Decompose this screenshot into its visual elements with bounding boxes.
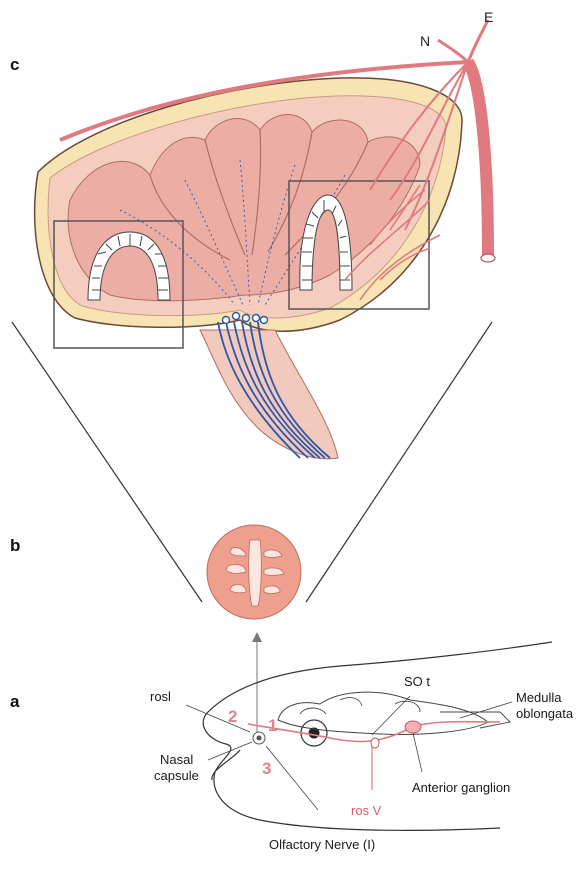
label-anterior-ganglion: Anterior ganglion (412, 780, 510, 795)
label-medulla-2: oblongata (516, 706, 574, 721)
small-ganglion (371, 738, 379, 748)
label-medulla-1: Medulla (516, 690, 562, 705)
label-nasal-2: capsule (154, 768, 199, 783)
leader-sot (372, 696, 410, 735)
nerve-trunk-end (481, 254, 495, 262)
brain-lobes (300, 698, 510, 728)
olfactory-stalk (200, 330, 338, 459)
panel-c-illustration (35, 20, 495, 459)
nerve-label-e: E (484, 9, 493, 25)
label-olfactory-nerve: Olfactory Nerve (I) (269, 837, 375, 852)
label-sot: SO t (404, 674, 430, 689)
funnel-line-right (306, 322, 492, 602)
nerve-trunk-e (468, 62, 488, 255)
panel-b-cross-section (207, 525, 301, 619)
label-ros-v: ros V (351, 803, 382, 818)
leader-rosl (186, 705, 250, 732)
leader-nasal (208, 742, 252, 760)
brain-outline (278, 692, 488, 734)
label-nasal-1: Nasal (160, 752, 193, 767)
panel-label-a: a (10, 692, 20, 711)
section-arrowhead (252, 632, 262, 642)
label-rosl: rosl (150, 689, 171, 704)
marker-1: 1 (268, 716, 277, 735)
funnel-line-left (12, 322, 202, 602)
panel-label-c: c (10, 55, 19, 74)
nerve-n-branch (438, 40, 468, 62)
nerve-label-n: N (420, 33, 430, 49)
snout-lower (212, 750, 240, 780)
marker-3: 3 (262, 759, 271, 778)
leader-olfactory (266, 746, 318, 810)
panel-label-b: b (10, 536, 20, 555)
marker-2: 2 (228, 707, 237, 726)
nerve-e-branch (468, 20, 488, 62)
anterior-ganglion-shape (405, 721, 421, 733)
leader-ganglion (413, 733, 422, 772)
nasal-pit-core (257, 736, 262, 741)
